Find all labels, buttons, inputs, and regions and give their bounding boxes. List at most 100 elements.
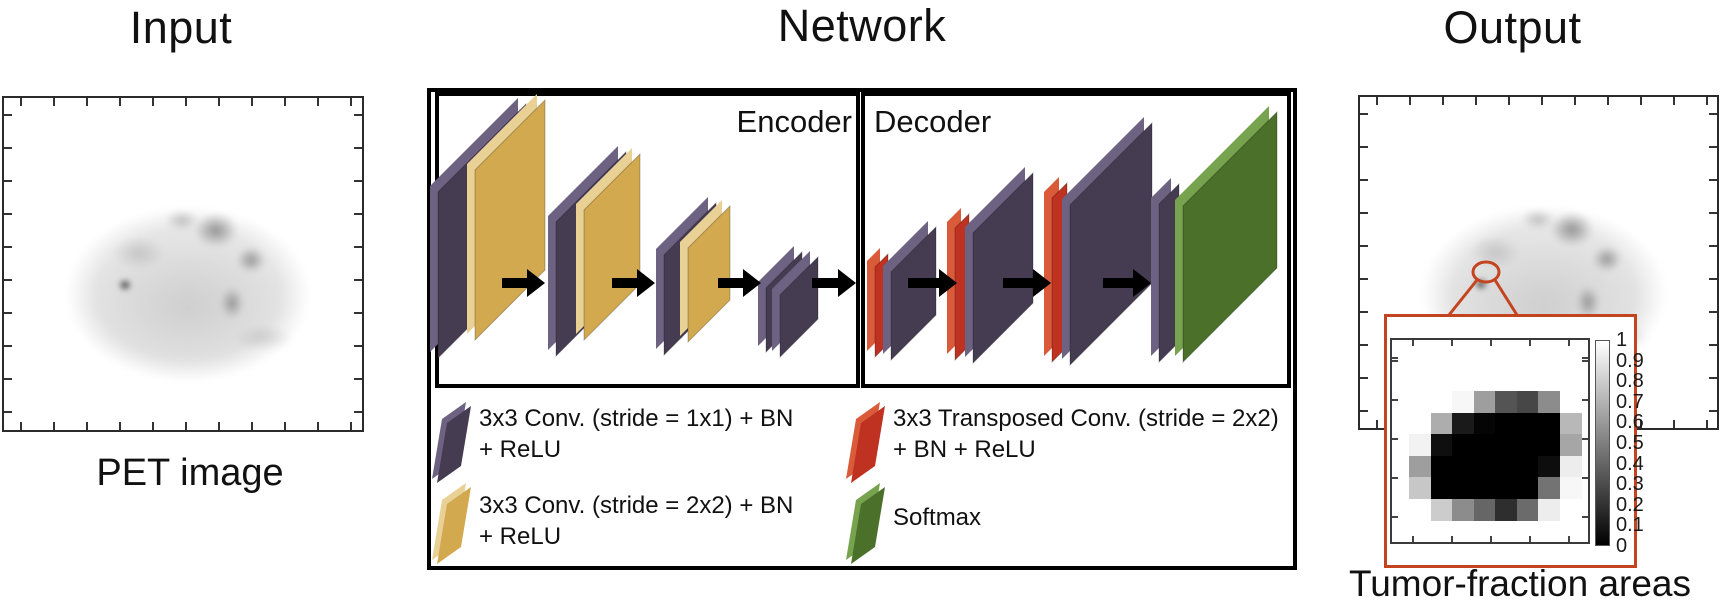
input-pet-image (2, 96, 364, 432)
heatmap-cell (1430, 412, 1453, 435)
heatmap-cell (1538, 498, 1560, 521)
output-title: Output (1443, 2, 1582, 53)
encoder-slab-7 (779, 255, 819, 359)
legend-item-conv-2x2: 3x3 Conv. (stride = 2x2) + BN + ReLU (479, 490, 793, 552)
output-caption: Tumor-fraction areas (1348, 563, 1691, 603)
heatmap-cell (1473, 391, 1496, 413)
legend-text: 3x3 Conv. (stride = 1x1) + BN (479, 405, 794, 432)
heatmap-cell (1409, 434, 1431, 456)
legend-text: 3x3 Conv. (stride = 2x2) + BN (479, 492, 794, 519)
heatmap-cell (1495, 412, 1517, 435)
heatmap-cell (1516, 391, 1539, 413)
colorbar (1595, 340, 1610, 546)
heatmap-cell (1452, 434, 1474, 456)
legend-text: 3x3 Transposed Conv. (stride = 2x2) (893, 405, 1279, 432)
axis-ticks (6, 422, 360, 430)
legend-swatch-purple (437, 406, 471, 483)
colorbar-tick-label: 0.6 (1616, 411, 1644, 434)
heatmap-cell (1473, 412, 1496, 435)
colorbar-tick-label: 0.9 (1616, 349, 1644, 372)
axis-ticks (1362, 97, 1715, 105)
decoder-box (861, 92, 1291, 388)
heatmap-cell (1559, 455, 1582, 478)
heatmap-cell (1452, 412, 1474, 435)
colorbar-tick-label: 0.1 (1616, 514, 1644, 537)
decoder-slab-3 (972, 171, 1034, 365)
heatmap-cell (1452, 455, 1474, 478)
colorbar-tick-label: 0 (1616, 535, 1628, 557)
flow-arrow-1 (502, 269, 545, 297)
heatmap-cell (1473, 498, 1496, 521)
heatmap-cell (1538, 477, 1560, 499)
heatmap-cell (1473, 434, 1496, 456)
encoder-slab-3 (583, 152, 641, 342)
heatmap-cell (1516, 498, 1539, 521)
legend-swatch-red (851, 406, 885, 483)
colorbar-tick-label: 0.8 (1616, 370, 1644, 393)
colorbar-tick-label: 0.7 (1616, 390, 1644, 413)
colorbar-tick-label: 0.5 (1616, 432, 1644, 454)
heatmap-cell (1409, 477, 1431, 499)
heatmap-cell (1516, 477, 1539, 499)
heatmap-cell (1452, 498, 1474, 521)
legend-text: + ReLU (479, 436, 562, 463)
flow-arrow-7 (1103, 269, 1151, 297)
heatmap-cell (1473, 455, 1496, 478)
heatmap-cell (1538, 455, 1560, 478)
heatmap-cell (1452, 391, 1474, 413)
heatmap-cell (1559, 477, 1582, 499)
legend-item-softmax: Softmax (893, 502, 981, 533)
legend-swatch-green (851, 487, 885, 564)
flow-arrow-4 (812, 269, 856, 297)
network-diagram: Encoder Decoder 3x3 Conv. (stride = 1x1)… (427, 88, 1297, 570)
network-svg (427, 88, 1297, 570)
heatmap-cell (1430, 434, 1453, 456)
heatmap-cell (1495, 391, 1517, 413)
legend-text: Softmax (893, 504, 982, 531)
encoder-slab-5 (687, 204, 731, 344)
heatmap-cell (1430, 455, 1453, 478)
tumor-fraction-heatmap (1390, 338, 1590, 544)
input-title: Input (129, 2, 233, 53)
heatmap-cell (1516, 412, 1539, 435)
heatmap-cell (1430, 477, 1453, 499)
axis-ticks (1582, 342, 1588, 540)
heatmap-cell (1516, 455, 1539, 478)
decoder-slab-1 (890, 225, 937, 362)
axis-ticks (1709, 99, 1717, 426)
heatmap-cell (1559, 412, 1582, 435)
heatmap-cell (1495, 434, 1517, 456)
decoder-slab-7 (1182, 110, 1278, 364)
heatmap-cell (1559, 434, 1582, 456)
legend-text: + ReLU (479, 523, 562, 550)
network-outer-frame (427, 88, 1297, 570)
colorbar-tick-label: 0.4 (1616, 452, 1644, 475)
axis-ticks (354, 100, 362, 428)
decoder-label: Decoder (874, 104, 992, 139)
flow-arrow-2 (612, 269, 655, 297)
heatmap-cell (1495, 455, 1517, 478)
decoder-slab-5 (1069, 121, 1153, 367)
legend-item-conv-1x1: 3x3 Conv. (stride = 1x1) + BN + ReLU (479, 403, 793, 465)
flow-arrow-6 (1003, 269, 1051, 297)
colorbar-tick-label: 0.2 (1616, 493, 1644, 516)
heatmap-cell (1452, 477, 1474, 499)
heatmap-cell (1495, 498, 1517, 521)
pet-scan-graphic (4, 98, 362, 430)
axis-ticks (1394, 536, 1586, 542)
legend-swatch-yellow (437, 487, 471, 564)
axis-ticks (4, 100, 12, 428)
heatmap-cell (1516, 434, 1539, 456)
encoder-label: Encoder (736, 104, 852, 139)
decoder-slab-6 (1158, 182, 1180, 364)
heatmap-cell (1409, 455, 1431, 478)
legend-text: + BN + ReLU (893, 436, 1036, 463)
colorbar-tick-label: 1 (1616, 329, 1628, 351)
axis-ticks (1394, 340, 1586, 346)
axis-ticks (1360, 99, 1368, 426)
axis-ticks (6, 98, 360, 106)
heatmap-cell (1538, 412, 1560, 435)
flow-arrow-5 (908, 269, 957, 297)
